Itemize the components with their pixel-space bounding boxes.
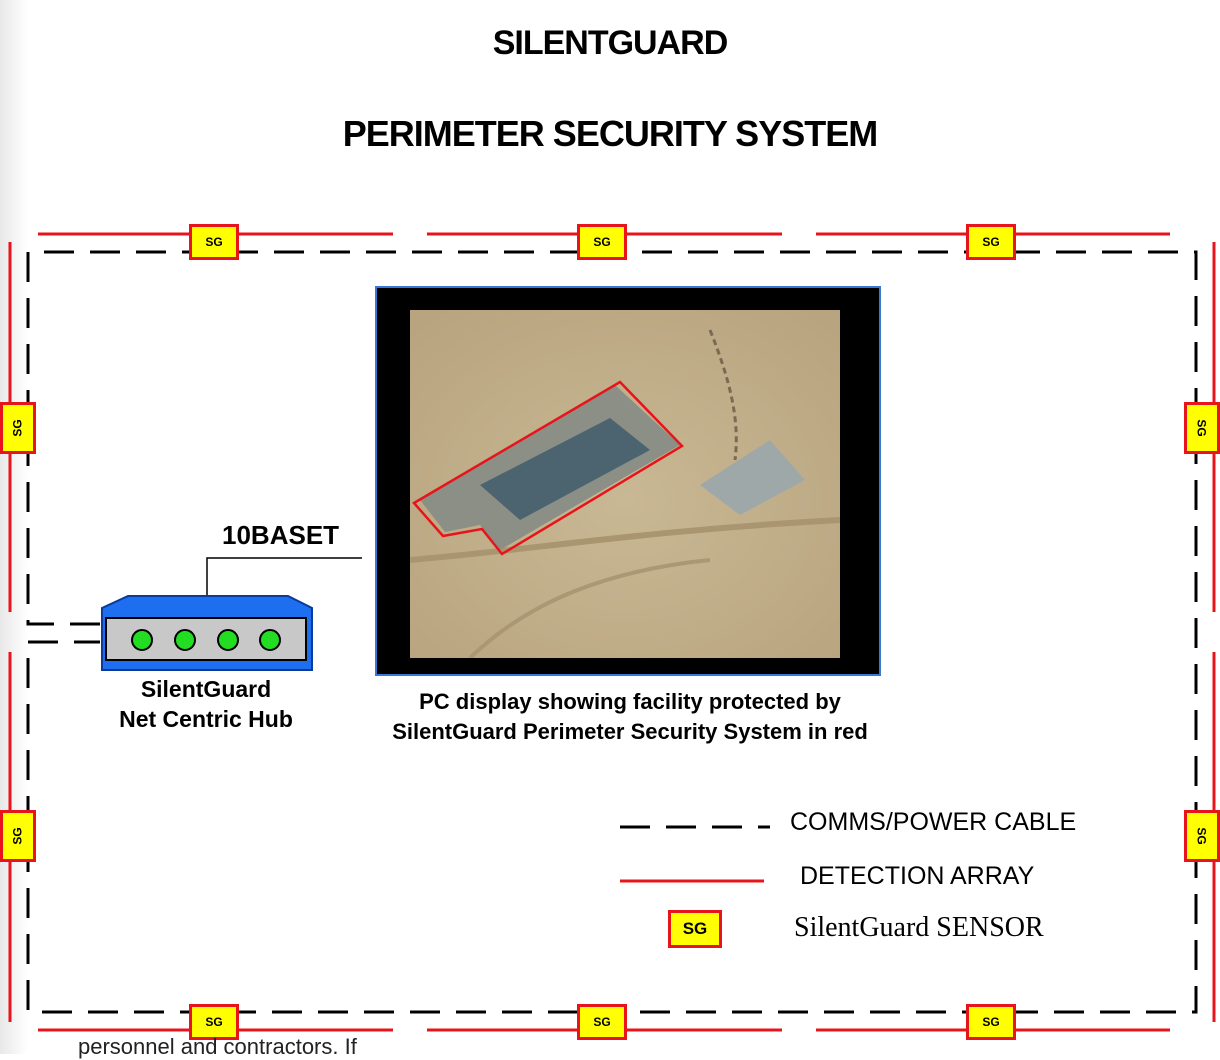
ethernet-label: 10BASET [222, 520, 340, 550]
diagram-title: SILENTGUARD [492, 24, 729, 62]
hub-label-line1: SilentGuard [140, 676, 272, 702]
second-facility [700, 440, 805, 515]
facility-buildings [480, 418, 650, 520]
net-centric-hub [101, 595, 313, 671]
sg-sensor-icon: SG [1184, 810, 1220, 862]
sg-sensor-icon: SG [577, 1004, 627, 1040]
hub-led-icon [217, 629, 239, 651]
comms-cable-loop [26, 250, 1198, 1014]
track [468, 558, 711, 658]
legend-comms-label: COMMS/POWER CABLE [790, 808, 1077, 836]
caption-line2: SilentGuard Perimeter Security System in… [392, 719, 868, 744]
hub-led-icon [259, 629, 281, 651]
sg-sensor-icon: SG [966, 224, 1016, 260]
display-caption: PC display showing facility protected by… [350, 687, 910, 747]
page-edge-shadow [0, 0, 28, 1054]
sg-sensor-icon: SG [966, 1004, 1016, 1040]
ethernet-line [206, 557, 362, 598]
legend-sensor-label: SilentGuard SENSOR [794, 912, 1044, 943]
legend-sensor-icon: SG [668, 910, 722, 948]
hub-led-icon [131, 629, 153, 651]
sg-sensor-icon: SG [189, 1004, 239, 1040]
satellite-photo-graphic [410, 310, 840, 658]
hub-led-icon [174, 629, 196, 651]
caption-line1: PC display showing facility protected by [419, 689, 841, 714]
diagram-subtitle: PERIMETER SECURITY SYSTEM [342, 113, 878, 154]
sg-sensor-icon: SG [1184, 402, 1220, 454]
hub-label-line2: Net Centric Hub [119, 706, 293, 732]
sg-sensor-icon: SG [0, 402, 36, 454]
comms-power-cable [26, 250, 1198, 1014]
sg-sensor-icon: SG [577, 224, 627, 260]
legend-array-label: DETECTION ARRAY [800, 862, 1035, 890]
track [708, 329, 738, 461]
pc-display [375, 286, 881, 676]
ethernet-link [206, 557, 362, 598]
sg-sensor-icon: SG [0, 810, 36, 862]
hub-label: SilentGuard Net Centric Hub [100, 674, 312, 734]
protected-perimeter-outline [412, 380, 684, 556]
track [410, 517, 840, 563]
satellite-image [410, 310, 840, 658]
sg-sensor-icon: SG [189, 224, 239, 260]
cut-off-body-text: personnel and contractors. If [78, 1034, 357, 1059]
